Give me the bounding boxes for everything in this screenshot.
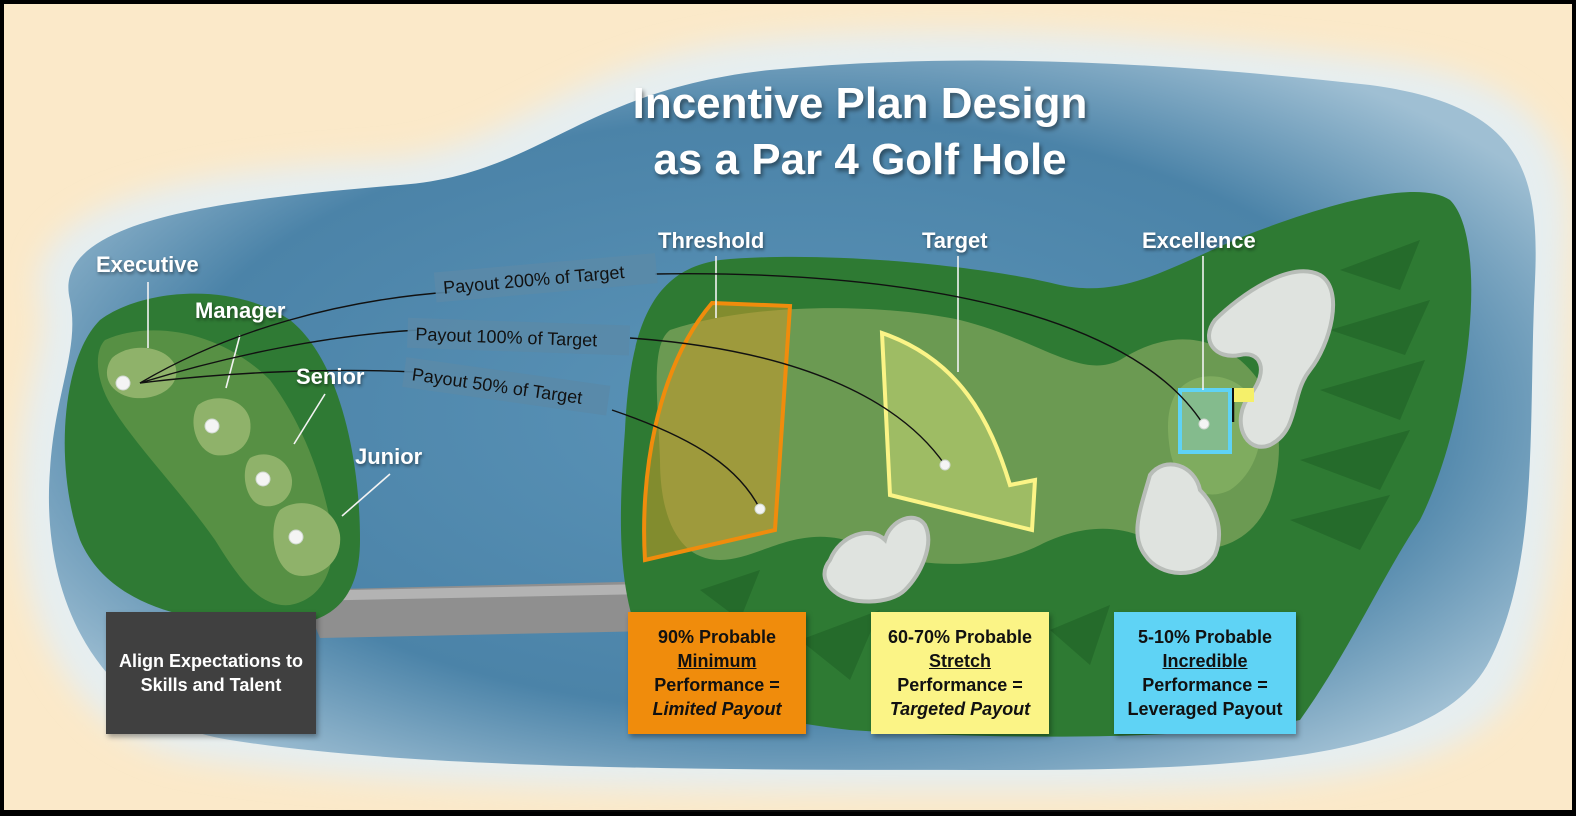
tree bbox=[1330, 300, 1430, 355]
threshold-box-line-3: Performance = bbox=[654, 675, 780, 695]
pointer-senior bbox=[293, 393, 326, 445]
golf-ball-junior bbox=[288, 529, 304, 545]
tree bbox=[700, 570, 760, 620]
tree bbox=[1300, 430, 1410, 490]
threshold-box-line-1: 90% Probable bbox=[657, 627, 777, 647]
page-title: Incentive Plan Design as a Par 4 Golf Ho… bbox=[560, 76, 1160, 188]
title-line-2: as a Par 4 Golf Hole bbox=[653, 135, 1067, 184]
label-senior: Senior bbox=[296, 364, 365, 389]
golf-ball-threshold bbox=[754, 503, 766, 515]
excellence-box-line-4: Leveraged Payout bbox=[1127, 699, 1283, 719]
trajectory-100-start bbox=[139, 329, 419, 384]
bunker bbox=[1135, 462, 1221, 575]
bunker bbox=[1207, 269, 1336, 449]
label-target: Target bbox=[922, 228, 988, 253]
putting-green bbox=[1167, 376, 1261, 495]
target-box-line-4: Targeted Payout bbox=[889, 699, 1031, 719]
tree bbox=[1320, 360, 1425, 420]
label-junior: Junior bbox=[355, 444, 423, 469]
threshold-box: 90% Probable Minimum Performance = Limit… bbox=[628, 612, 806, 734]
label-threshold: Threshold bbox=[658, 228, 765, 253]
label-manager: Manager bbox=[195, 298, 286, 323]
align-line-2: Skills and Talent bbox=[140, 675, 282, 695]
align-expectations-box: Align Expectations to Skills and Talent bbox=[106, 612, 316, 734]
excellence-box-line-2: Incredible bbox=[1162, 651, 1248, 671]
trajectory-200-start bbox=[139, 291, 451, 384]
bunker bbox=[822, 515, 931, 604]
excellence-box: 5-10% Probable Incredible Performance = … bbox=[1114, 612, 1296, 734]
golf-ball-manager bbox=[204, 418, 220, 434]
align-line-1: Align Expectations to bbox=[118, 651, 304, 671]
title-line-1: Incentive Plan Design bbox=[632, 79, 1088, 128]
tee-pad-junior bbox=[273, 503, 341, 576]
target-box-line-1: 60-70% Probable bbox=[887, 627, 1033, 647]
trajectory-200-end bbox=[654, 273, 1204, 425]
excellence-box-line-1: 5-10% Probable bbox=[1137, 627, 1273, 647]
threshold-box-line-2: Minimum bbox=[677, 651, 757, 671]
flag-icon bbox=[1234, 388, 1254, 402]
golf-ball-target bbox=[939, 459, 951, 471]
threshold-zone bbox=[642, 300, 793, 563]
golf-ball-excellence bbox=[1198, 418, 1210, 430]
tree bbox=[1340, 240, 1420, 290]
payout-200-bg bbox=[433, 253, 658, 303]
tee-pad-manager bbox=[193, 398, 251, 456]
golf-ball-senior bbox=[255, 471, 271, 487]
label-excellence: Excellence bbox=[1142, 228, 1256, 253]
pointer-manager bbox=[225, 334, 241, 389]
trajectory-50-start bbox=[139, 369, 416, 384]
target-box-line-3: Performance = bbox=[897, 675, 1023, 695]
trajectory-100-end bbox=[629, 337, 946, 466]
excellence-box-line-3: Performance = bbox=[1142, 675, 1268, 695]
target-box: 60-70% Probable Stretch Performance = Ta… bbox=[871, 612, 1049, 734]
payout-100-bg bbox=[407, 317, 630, 356]
tree bbox=[1050, 605, 1110, 665]
target-zone bbox=[879, 330, 1038, 533]
label-executive: Executive bbox=[96, 252, 199, 277]
trajectory-50-end bbox=[611, 409, 761, 510]
golf-ball-executive bbox=[115, 375, 131, 391]
threshold-box-line-4: Limited Payout bbox=[652, 699, 782, 719]
payout-50-bg bbox=[402, 357, 611, 416]
tree bbox=[800, 610, 880, 680]
target-box-line-2: Stretch bbox=[928, 651, 991, 671]
tree bbox=[1290, 495, 1390, 550]
pointer-junior bbox=[341, 473, 391, 517]
